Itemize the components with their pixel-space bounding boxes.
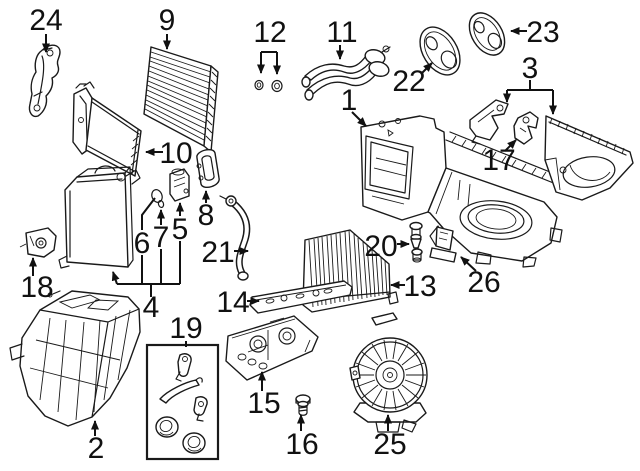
callout-label-7[interactable]: 7: [153, 221, 170, 254]
callout-label-14[interactable]: 14: [216, 286, 249, 319]
callout-label-10[interactable]: 10: [159, 137, 192, 170]
part-drawing-25: [349, 337, 428, 433]
callout-label-22[interactable]: 22: [392, 65, 425, 98]
callout-arrow-3: [507, 80, 553, 91]
part-drawing-21: [219, 195, 251, 281]
callout-label-11[interactable]: 11: [326, 16, 357, 49]
part-drawing-8: [196, 148, 220, 188]
part-drawing-5: [169, 168, 190, 202]
callout-arrow-6: [141, 197, 156, 230]
callout-leaders: [29, 27, 557, 436]
callout-arrow-1: [351, 111, 367, 127]
callout-label-20[interactable]: 20: [364, 230, 397, 263]
part-drawing-3b: [544, 115, 634, 201]
callout-label-13[interactable]: 13: [403, 270, 436, 303]
callout-label-26[interactable]: 26: [467, 266, 500, 299]
part-drawing-3a: [469, 99, 509, 145]
callout-label-5[interactable]: 5: [172, 213, 189, 246]
callout-label-16[interactable]: 16: [285, 428, 318, 461]
part-drawing-11: [301, 45, 391, 101]
part-drawing-19: [145, 343, 220, 461]
part-drawing-24: [28, 44, 61, 118]
callout-label-2[interactable]: 2: [88, 432, 105, 465]
part-drawing-10: [72, 81, 142, 177]
callout-label-17[interactable]: 17: [482, 144, 515, 177]
callout-arrow-4: [117, 241, 181, 297]
part-drawing-17: [513, 111, 539, 145]
callout-label-9[interactable]: 9: [159, 4, 176, 37]
callout-arrow-22: [420, 62, 433, 75]
callout-label-4[interactable]: 4: [143, 291, 160, 324]
part-drawing-2: [9, 290, 141, 427]
part-drawing-12: [254, 79, 283, 93]
callout-arrow-17: [504, 139, 517, 152]
callout-label-21[interactable]: 21: [201, 236, 234, 269]
callout-label-19[interactable]: 19: [169, 312, 202, 345]
part-drawing-20: [409, 221, 423, 263]
callout-label-23[interactable]: 23: [526, 16, 559, 49]
callout-label-8[interactable]: 8: [198, 199, 215, 232]
part-drawing-7: [157, 199, 165, 209]
part-drawing-23: [468, 12, 506, 56]
part-drawing-4: [58, 165, 141, 269]
part-drawing-18: [19, 227, 57, 258]
part-drawing-15: [225, 315, 319, 381]
part-drawing-6: [151, 189, 163, 203]
callout-label-3[interactable]: 3: [522, 52, 539, 85]
callout-label-6[interactable]: 6: [134, 227, 151, 260]
callout-label-15[interactable]: 15: [247, 387, 280, 420]
callout-label-12[interactable]: 12: [253, 16, 286, 49]
callout-labels: 1 2 3 4 5 6 7 8 9 10 11 12 13 14 15 16 1…: [20, 4, 559, 465]
callout-label-18[interactable]: 18: [20, 271, 53, 304]
callout-label-24[interactable]: 24: [29, 4, 62, 37]
part-drawing-26: [429, 226, 457, 263]
part-drawing-9: [143, 46, 219, 153]
callout-label-1[interactable]: 1: [341, 84, 358, 117]
callout-arrow-26: [460, 256, 477, 272]
part-drawing-1: [360, 115, 566, 268]
callout-label-25[interactable]: 25: [373, 428, 406, 461]
part-drawing-14: [249, 280, 398, 326]
part-drawing-16: [295, 394, 311, 416]
